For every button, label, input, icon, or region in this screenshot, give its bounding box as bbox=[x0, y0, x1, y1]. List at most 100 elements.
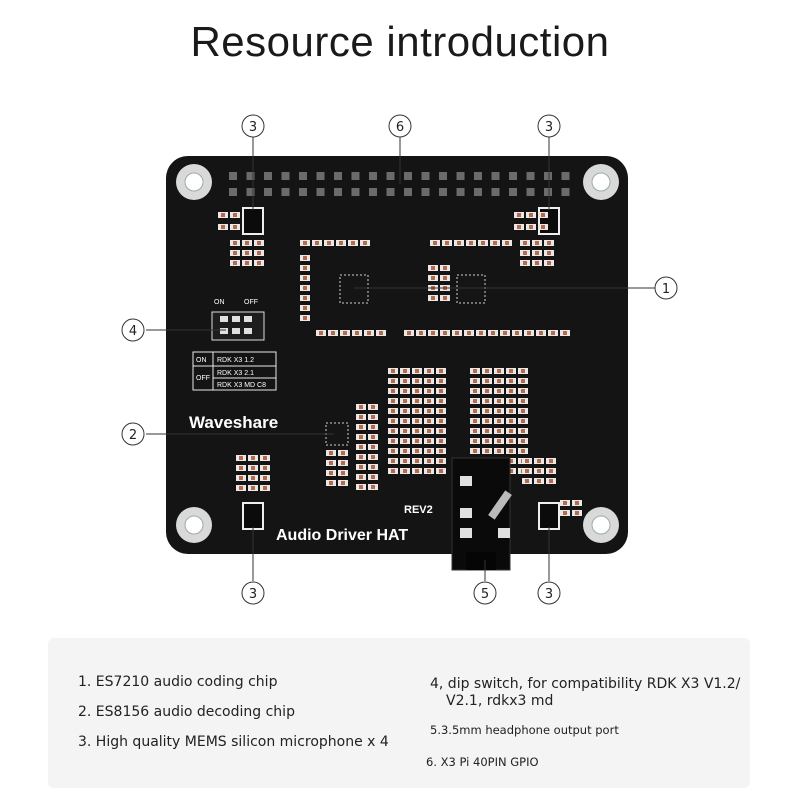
smd-part bbox=[427, 369, 431, 373]
smd-part bbox=[391, 379, 395, 383]
smd-part bbox=[547, 241, 551, 245]
smd-part bbox=[359, 415, 363, 419]
smd-part bbox=[493, 241, 497, 245]
smd-part bbox=[473, 379, 477, 383]
smd-part bbox=[485, 439, 489, 443]
smd-part bbox=[443, 276, 447, 280]
callout-3-top-right: 3 bbox=[545, 120, 553, 135]
gpio-pin bbox=[334, 172, 342, 180]
smd-part bbox=[371, 455, 375, 459]
gpio-pin bbox=[316, 172, 325, 180]
smd-part bbox=[359, 485, 363, 489]
smd-part bbox=[457, 241, 461, 245]
legend-item-4-line1: 4, dip switch, for compatibility RDK X3 … bbox=[430, 676, 741, 692]
gpio-pin bbox=[561, 172, 570, 180]
smd-part bbox=[263, 476, 267, 480]
smd-part bbox=[473, 429, 477, 433]
smd-part bbox=[245, 241, 249, 245]
smd-part bbox=[521, 389, 525, 393]
smd-part bbox=[525, 479, 529, 483]
smd-part bbox=[427, 459, 431, 463]
smd-part bbox=[523, 251, 527, 255]
mounting-holes bbox=[176, 164, 619, 543]
smd-part bbox=[497, 429, 501, 433]
smd-part bbox=[485, 379, 489, 383]
page-title: Resource introduction bbox=[190, 18, 610, 65]
smd-part bbox=[331, 331, 335, 335]
smd-part bbox=[469, 241, 473, 245]
smd-part bbox=[427, 429, 431, 433]
smd-part bbox=[257, 261, 261, 265]
smd-part bbox=[509, 399, 513, 403]
smd-part bbox=[497, 399, 501, 403]
smd-part bbox=[427, 399, 431, 403]
legend-item-1: 1. ES7210 audio coding chip bbox=[78, 674, 278, 690]
callout-3-top-left: 3 bbox=[249, 120, 257, 135]
gpio-pin bbox=[491, 188, 500, 196]
smd-part bbox=[509, 419, 513, 423]
smd-part bbox=[257, 251, 261, 255]
smd-part bbox=[403, 419, 407, 423]
smd-part bbox=[515, 331, 519, 335]
table-row-3: RDK X3 MD C8 bbox=[217, 382, 266, 389]
smd-part bbox=[329, 461, 333, 465]
gpio-pin bbox=[439, 188, 447, 196]
smd-part bbox=[439, 389, 443, 393]
smd-part bbox=[371, 405, 375, 409]
smd-part bbox=[509, 459, 513, 463]
smd-part bbox=[245, 251, 249, 255]
smd-part bbox=[505, 241, 509, 245]
legend-item-2: 2. ES8156 audio decoding chip bbox=[78, 704, 295, 720]
smd-part bbox=[473, 369, 477, 373]
smd-part bbox=[521, 449, 525, 453]
smd-part bbox=[221, 225, 225, 229]
gpio-pin bbox=[404, 172, 412, 180]
gpio-pin bbox=[474, 188, 482, 196]
gpio-pin bbox=[316, 188, 325, 196]
smd-part bbox=[427, 439, 431, 443]
smd-part bbox=[485, 399, 489, 403]
smd-part bbox=[233, 213, 237, 217]
smd-part bbox=[549, 479, 553, 483]
smd-part bbox=[497, 449, 501, 453]
smd-part bbox=[535, 261, 539, 265]
smd-part bbox=[467, 331, 471, 335]
smd-part bbox=[439, 439, 443, 443]
smd-part bbox=[415, 409, 419, 413]
gpio-pin bbox=[264, 188, 272, 196]
smd-part bbox=[239, 456, 243, 460]
smd-part bbox=[391, 449, 395, 453]
smd-part bbox=[537, 459, 541, 463]
smd-part bbox=[239, 486, 243, 490]
gpio-pin bbox=[526, 188, 535, 196]
gpio-pin bbox=[299, 188, 307, 196]
smd-part bbox=[415, 399, 419, 403]
smd-part bbox=[547, 251, 551, 255]
smd-part bbox=[303, 241, 307, 245]
smd-part bbox=[521, 419, 525, 423]
smd-part bbox=[327, 241, 331, 245]
callout-5: 5 bbox=[481, 587, 489, 602]
smd-part bbox=[233, 225, 237, 229]
smd-part bbox=[251, 486, 255, 490]
smd-part bbox=[537, 479, 541, 483]
gpio-pin bbox=[369, 188, 377, 196]
smd-part bbox=[549, 459, 553, 463]
smd-part bbox=[303, 256, 307, 260]
smd-part bbox=[439, 369, 443, 373]
legend-panel bbox=[48, 638, 750, 788]
smd-part bbox=[303, 286, 307, 290]
smd-part bbox=[391, 459, 395, 463]
smd-part bbox=[303, 266, 307, 270]
smd-part bbox=[479, 331, 483, 335]
smd-part bbox=[485, 419, 489, 423]
callout-2: 2 bbox=[129, 428, 137, 443]
gpio-pin bbox=[264, 172, 272, 180]
smd-part bbox=[433, 241, 437, 245]
pcb-board bbox=[166, 156, 628, 554]
gpio-pin bbox=[491, 172, 500, 180]
table-on-label: ON bbox=[196, 357, 207, 364]
smd-part bbox=[509, 449, 513, 453]
smd-part bbox=[403, 389, 407, 393]
smd-part bbox=[473, 449, 477, 453]
